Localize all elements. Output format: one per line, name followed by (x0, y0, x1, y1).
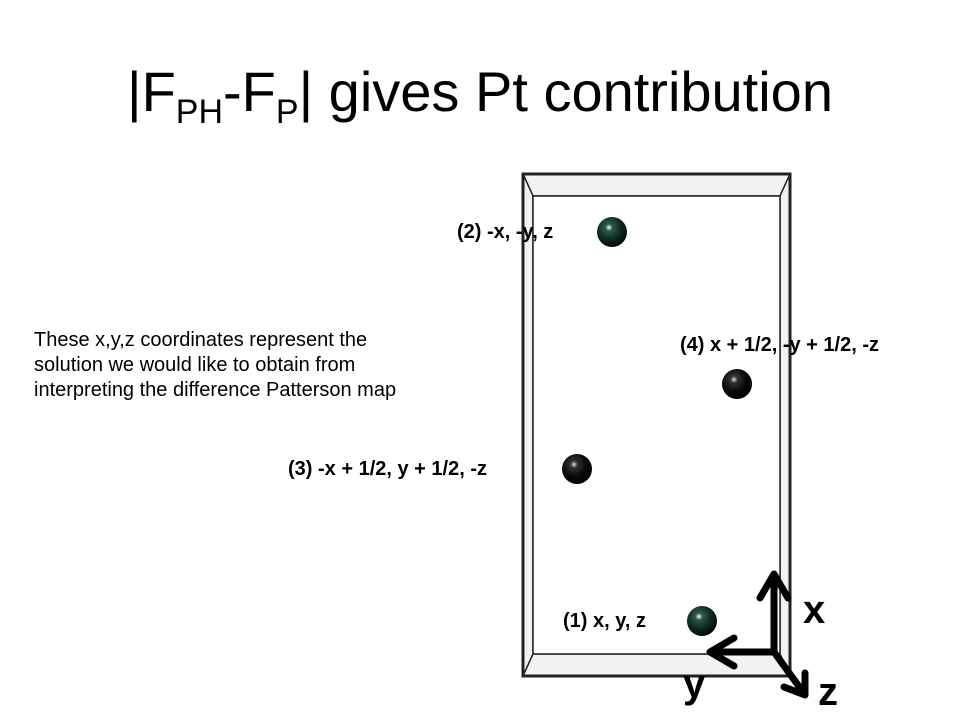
slide-title: |FPH-FP| gives Pt contribution (127, 60, 833, 131)
atom-4 (722, 369, 752, 399)
z-axis-label: z (818, 670, 838, 714)
explanation-note: These x,y,z coordinates represent the so… (34, 329, 397, 401)
x-axis-label: x (803, 588, 826, 632)
position-label-3: (3) -x + 1/2, y + 1/2, -z (288, 458, 487, 480)
y-axis-label: y (683, 662, 706, 706)
atom-1 (687, 606, 717, 636)
atom-2 (597, 217, 627, 247)
position-label-4: (4) x + 1/2, -y + 1/2, -z (680, 334, 879, 356)
atom-3 (562, 454, 592, 484)
position-label-2: (2) -x, -y, z (457, 221, 554, 243)
axis-triad (706, 570, 809, 699)
z-axis-arrow (770, 648, 807, 696)
position-label-1: (1) x, y, z (563, 610, 646, 632)
unit-cell-box (521, 172, 792, 678)
